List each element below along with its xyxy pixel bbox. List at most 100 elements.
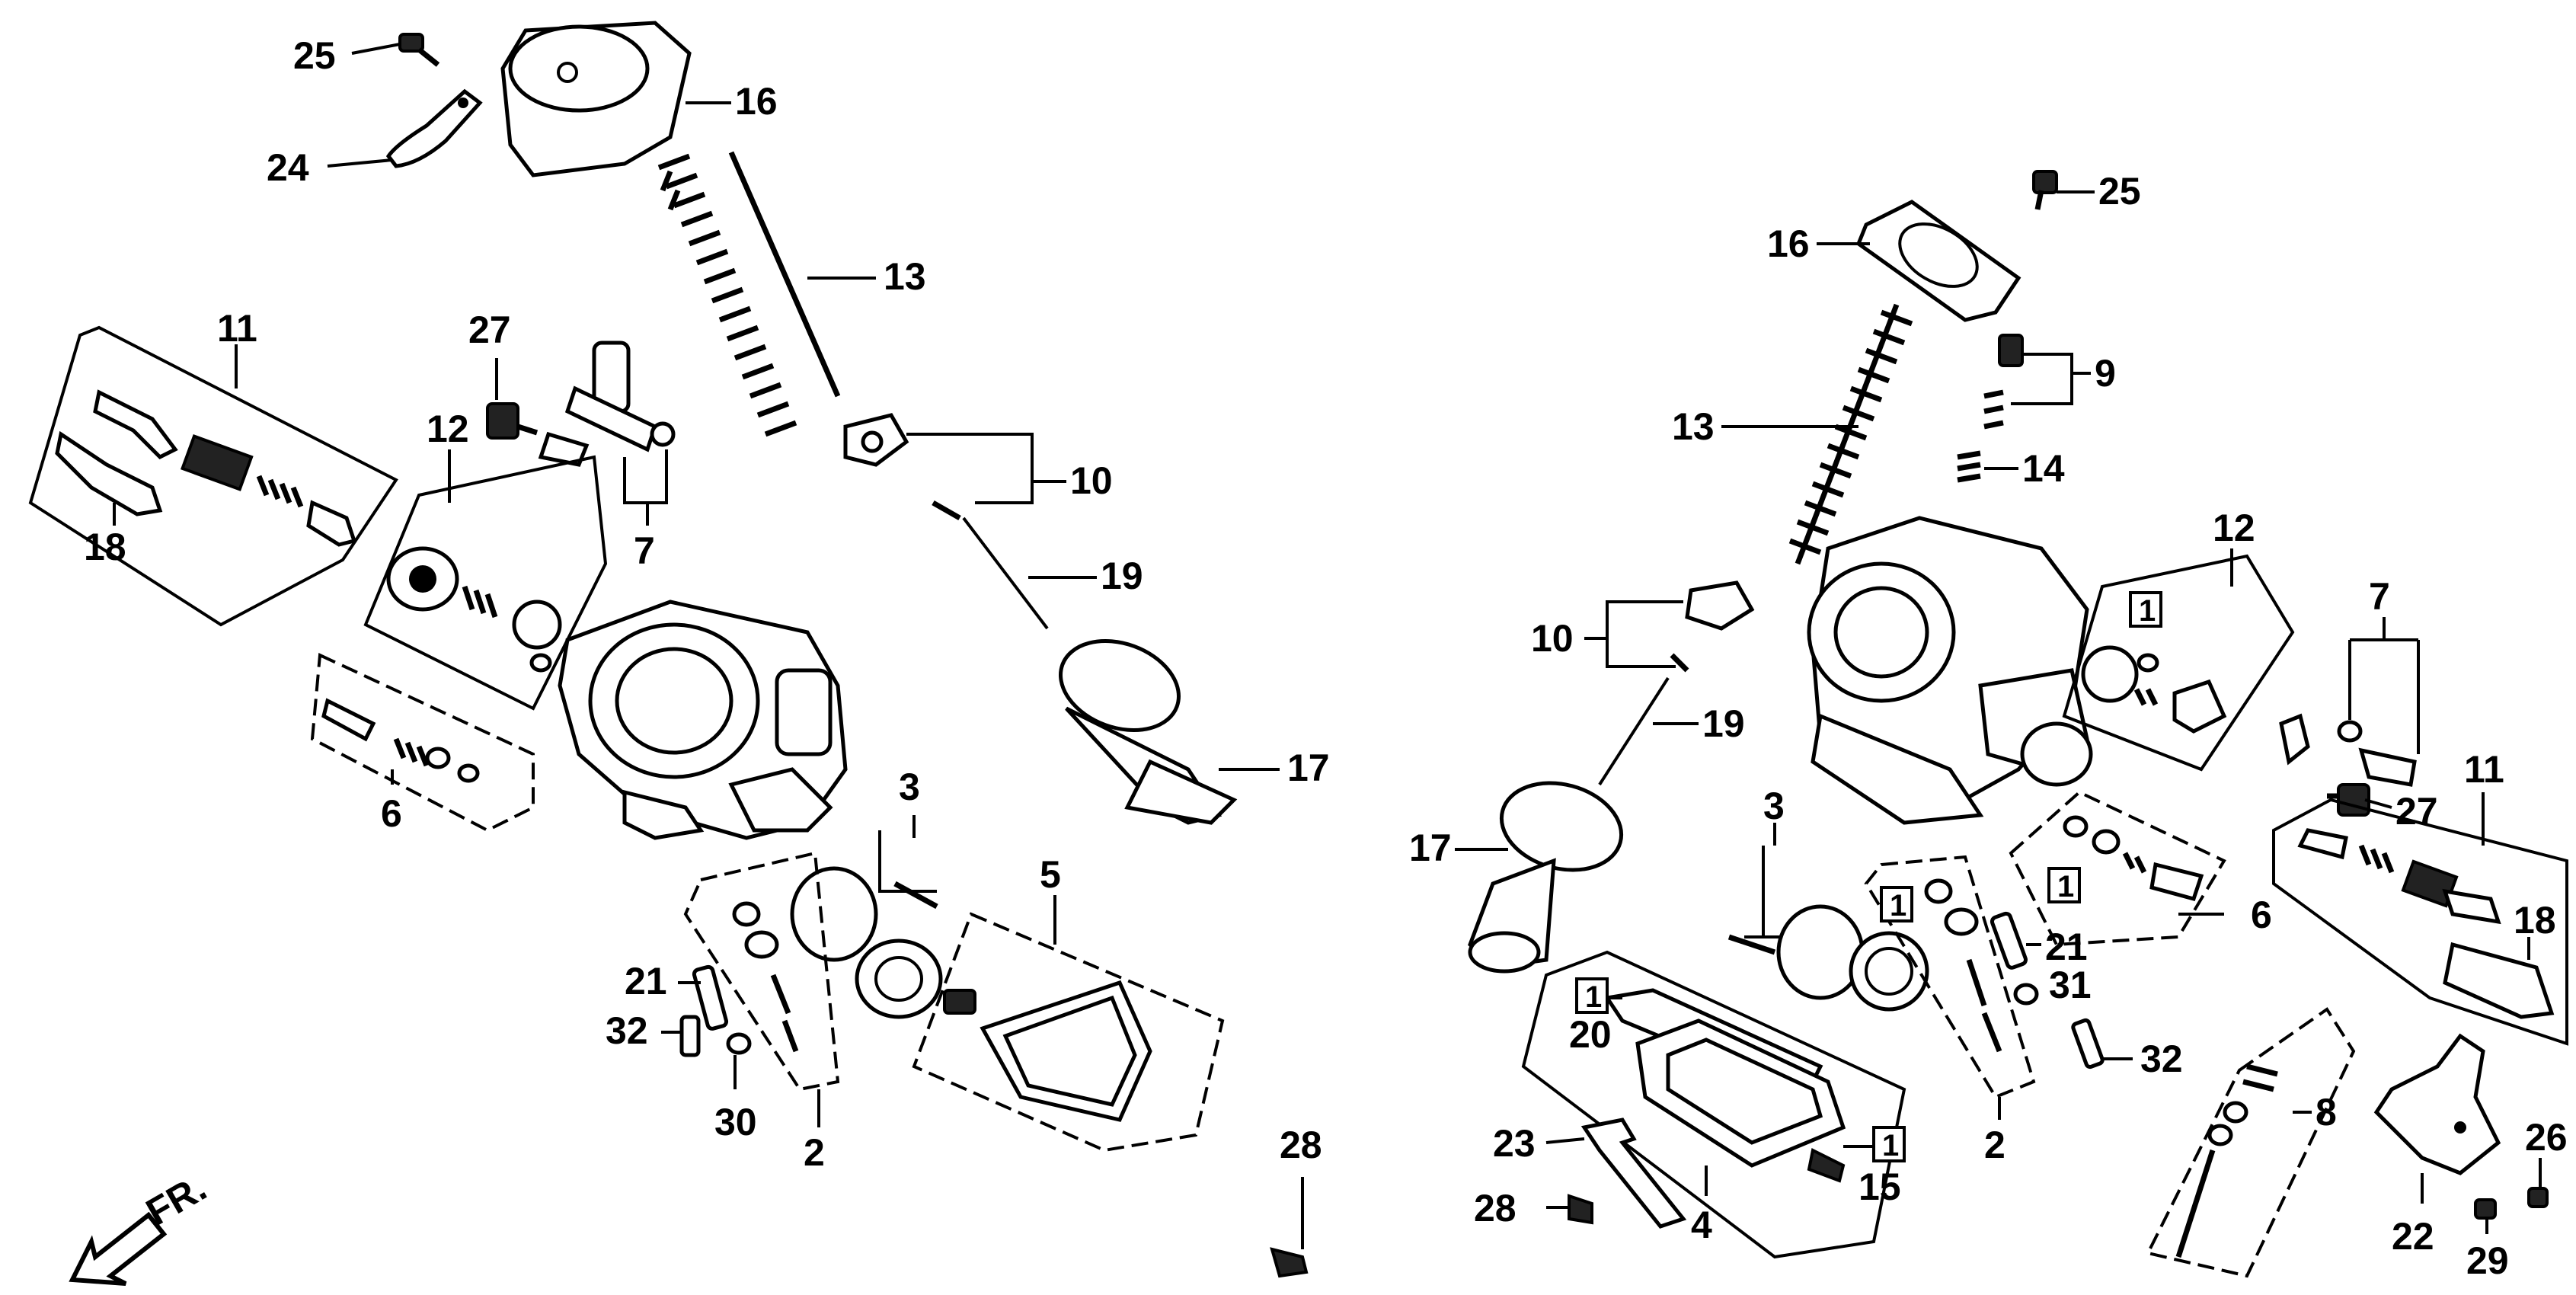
part-21-jet-right <box>1990 911 2028 970</box>
part-23-bracket-right <box>1580 1118 1687 1229</box>
part-22-bracket-right <box>2373 1033 2501 1175</box>
callout-7-right: 7 <box>2369 575 2390 618</box>
callout-7-left: 7 <box>634 529 655 572</box>
callout-3-right: 3 <box>1763 785 1785 827</box>
front-direction-indicator: FR. <box>69 1166 213 1286</box>
callout-13-left: 13 <box>884 255 926 298</box>
group-12-left <box>363 455 608 711</box>
part-12-contents-left <box>386 546 562 673</box>
part-24-clamp-left <box>385 88 483 168</box>
part-9-screw-spring-right <box>1983 334 2024 430</box>
callout-10-right: 10 <box>1531 617 1574 660</box>
callout-8-right: 8 <box>2316 1091 2337 1134</box>
note-box-15-right <box>1872 1126 1906 1162</box>
callout-24-left: 24 <box>267 146 309 189</box>
part-16-top-cover-left <box>500 21 692 177</box>
callout-15-right: 15 <box>1858 1166 1901 1208</box>
callout-30-left: 30 <box>714 1101 757 1143</box>
part-28-screw-right <box>1568 1194 1593 1225</box>
callout-28-right: 28 <box>1474 1187 1517 1229</box>
callout-19-right: 19 <box>1702 702 1745 745</box>
note-box-12-right <box>2129 591 2162 628</box>
part-19-needle-right <box>1598 676 1670 786</box>
part-7-fitting-left <box>538 341 676 467</box>
group-6-right <box>2009 790 2226 947</box>
part-10-needle-holder-right <box>1670 580 1755 673</box>
right-carburetor-assembly: 25 16 9 14 13 <box>1409 170 2568 1282</box>
part-2-contents-left <box>732 901 799 1053</box>
callout-17-left: 17 <box>1287 747 1330 789</box>
note-box-20-right <box>1575 977 1609 1014</box>
part-7-fitting-right <box>2279 713 2417 787</box>
part-21-jet-left <box>692 964 729 1031</box>
part-31-washer-right <box>2013 983 2039 1006</box>
callout-10-left: 10 <box>1070 459 1113 502</box>
note-12-right: 1 <box>2139 594 2156 628</box>
part-3-slide-left <box>790 866 943 1019</box>
part-11-contents-left <box>55 389 357 547</box>
group-8-right <box>2146 1007 2356 1278</box>
callout-12-right: 12 <box>2213 507 2255 549</box>
group-11-left <box>28 325 398 627</box>
note-15-right: 1 <box>1882 1129 1899 1162</box>
part-26-screw-right <box>2527 1187 2549 1208</box>
part-32-jet-right <box>2071 1018 2105 1070</box>
part-15-screw-right <box>1807 1148 1846 1183</box>
group-6-left <box>310 652 535 833</box>
callout-20-right: 20 <box>1569 1013 1612 1056</box>
note-6-right: 1 <box>2057 870 2074 903</box>
part-8-contents-right <box>2175 1063 2278 1258</box>
left-carburetor-assembly: 16 2 5 24 13 11 <box>28 21 1330 1286</box>
callout-31-right: 31 <box>2049 964 2092 1006</box>
part-17-funnel-left <box>1059 639 1238 825</box>
callout-18-left: 18 <box>84 526 126 568</box>
part-10-needle-holder-left <box>843 413 961 521</box>
note-2-right: 1 <box>1890 889 1906 922</box>
callout-23-right: 23 <box>1493 1122 1536 1165</box>
callout-11-right: 11 <box>2464 748 2504 791</box>
group-11-right <box>2272 798 2568 1046</box>
part-14-spring-right <box>1957 450 1981 483</box>
part-27-screw-left <box>486 402 539 440</box>
group-5-left <box>912 912 1225 1153</box>
callout-21-right: 21 <box>2045 926 2088 968</box>
part-32-jet-left <box>679 1015 701 1057</box>
callout-18-right: 18 <box>2514 899 2556 942</box>
callout-5-left: 5 <box>1040 853 1061 896</box>
callout-21-left: 21 <box>625 960 667 1002</box>
group-4-right <box>1521 950 1906 1259</box>
note-20-right: 1 <box>1585 980 1602 1014</box>
callout-13-right: 13 <box>1672 405 1715 448</box>
callout-25-right: 25 <box>2098 170 2141 213</box>
group-12-right <box>2062 554 2295 772</box>
part-28-screw-left <box>1270 1247 1309 1278</box>
part-4-float-chamber-right <box>1635 1018 1846 1168</box>
callout-2-left: 2 <box>804 1131 825 1174</box>
callout-22-right: 22 <box>2392 1215 2434 1258</box>
callout-32-left: 32 <box>606 1009 648 1052</box>
part-11-contents-right <box>2297 828 2555 1019</box>
part-25-screw-left <box>398 33 440 67</box>
callout-6-right: 6 <box>2251 894 2272 936</box>
part-29-screw-right <box>2474 1198 2497 1220</box>
arrow-down-left-icon <box>69 1211 168 1286</box>
part-5-float-chamber-left <box>943 980 1152 1122</box>
note-box-6-right <box>2047 867 2081 903</box>
callout-27-left: 27 <box>468 309 511 351</box>
callout-14-right: 14 <box>2022 447 2065 490</box>
group-2-left <box>683 851 840 1092</box>
callout-16-left: 16 <box>735 80 778 123</box>
note-box-2-right <box>1880 886 1913 922</box>
carburetor-body-left <box>558 600 848 840</box>
part-13-spring-right <box>1788 303 1913 565</box>
callout-3-left: 3 <box>899 766 920 808</box>
part-2-contents-right <box>1924 878 2002 1053</box>
callout-9-right: 9 <box>2095 352 2116 395</box>
carburetor-body-right <box>1807 516 2093 825</box>
callout-11-left: 11 <box>217 307 257 350</box>
part-30-washer-left <box>726 1032 752 1055</box>
part-25-screw-right <box>2032 170 2058 210</box>
callout-2-right: 2 <box>1984 1124 2006 1166</box>
callout-16-right: 16 <box>1767 222 1810 265</box>
